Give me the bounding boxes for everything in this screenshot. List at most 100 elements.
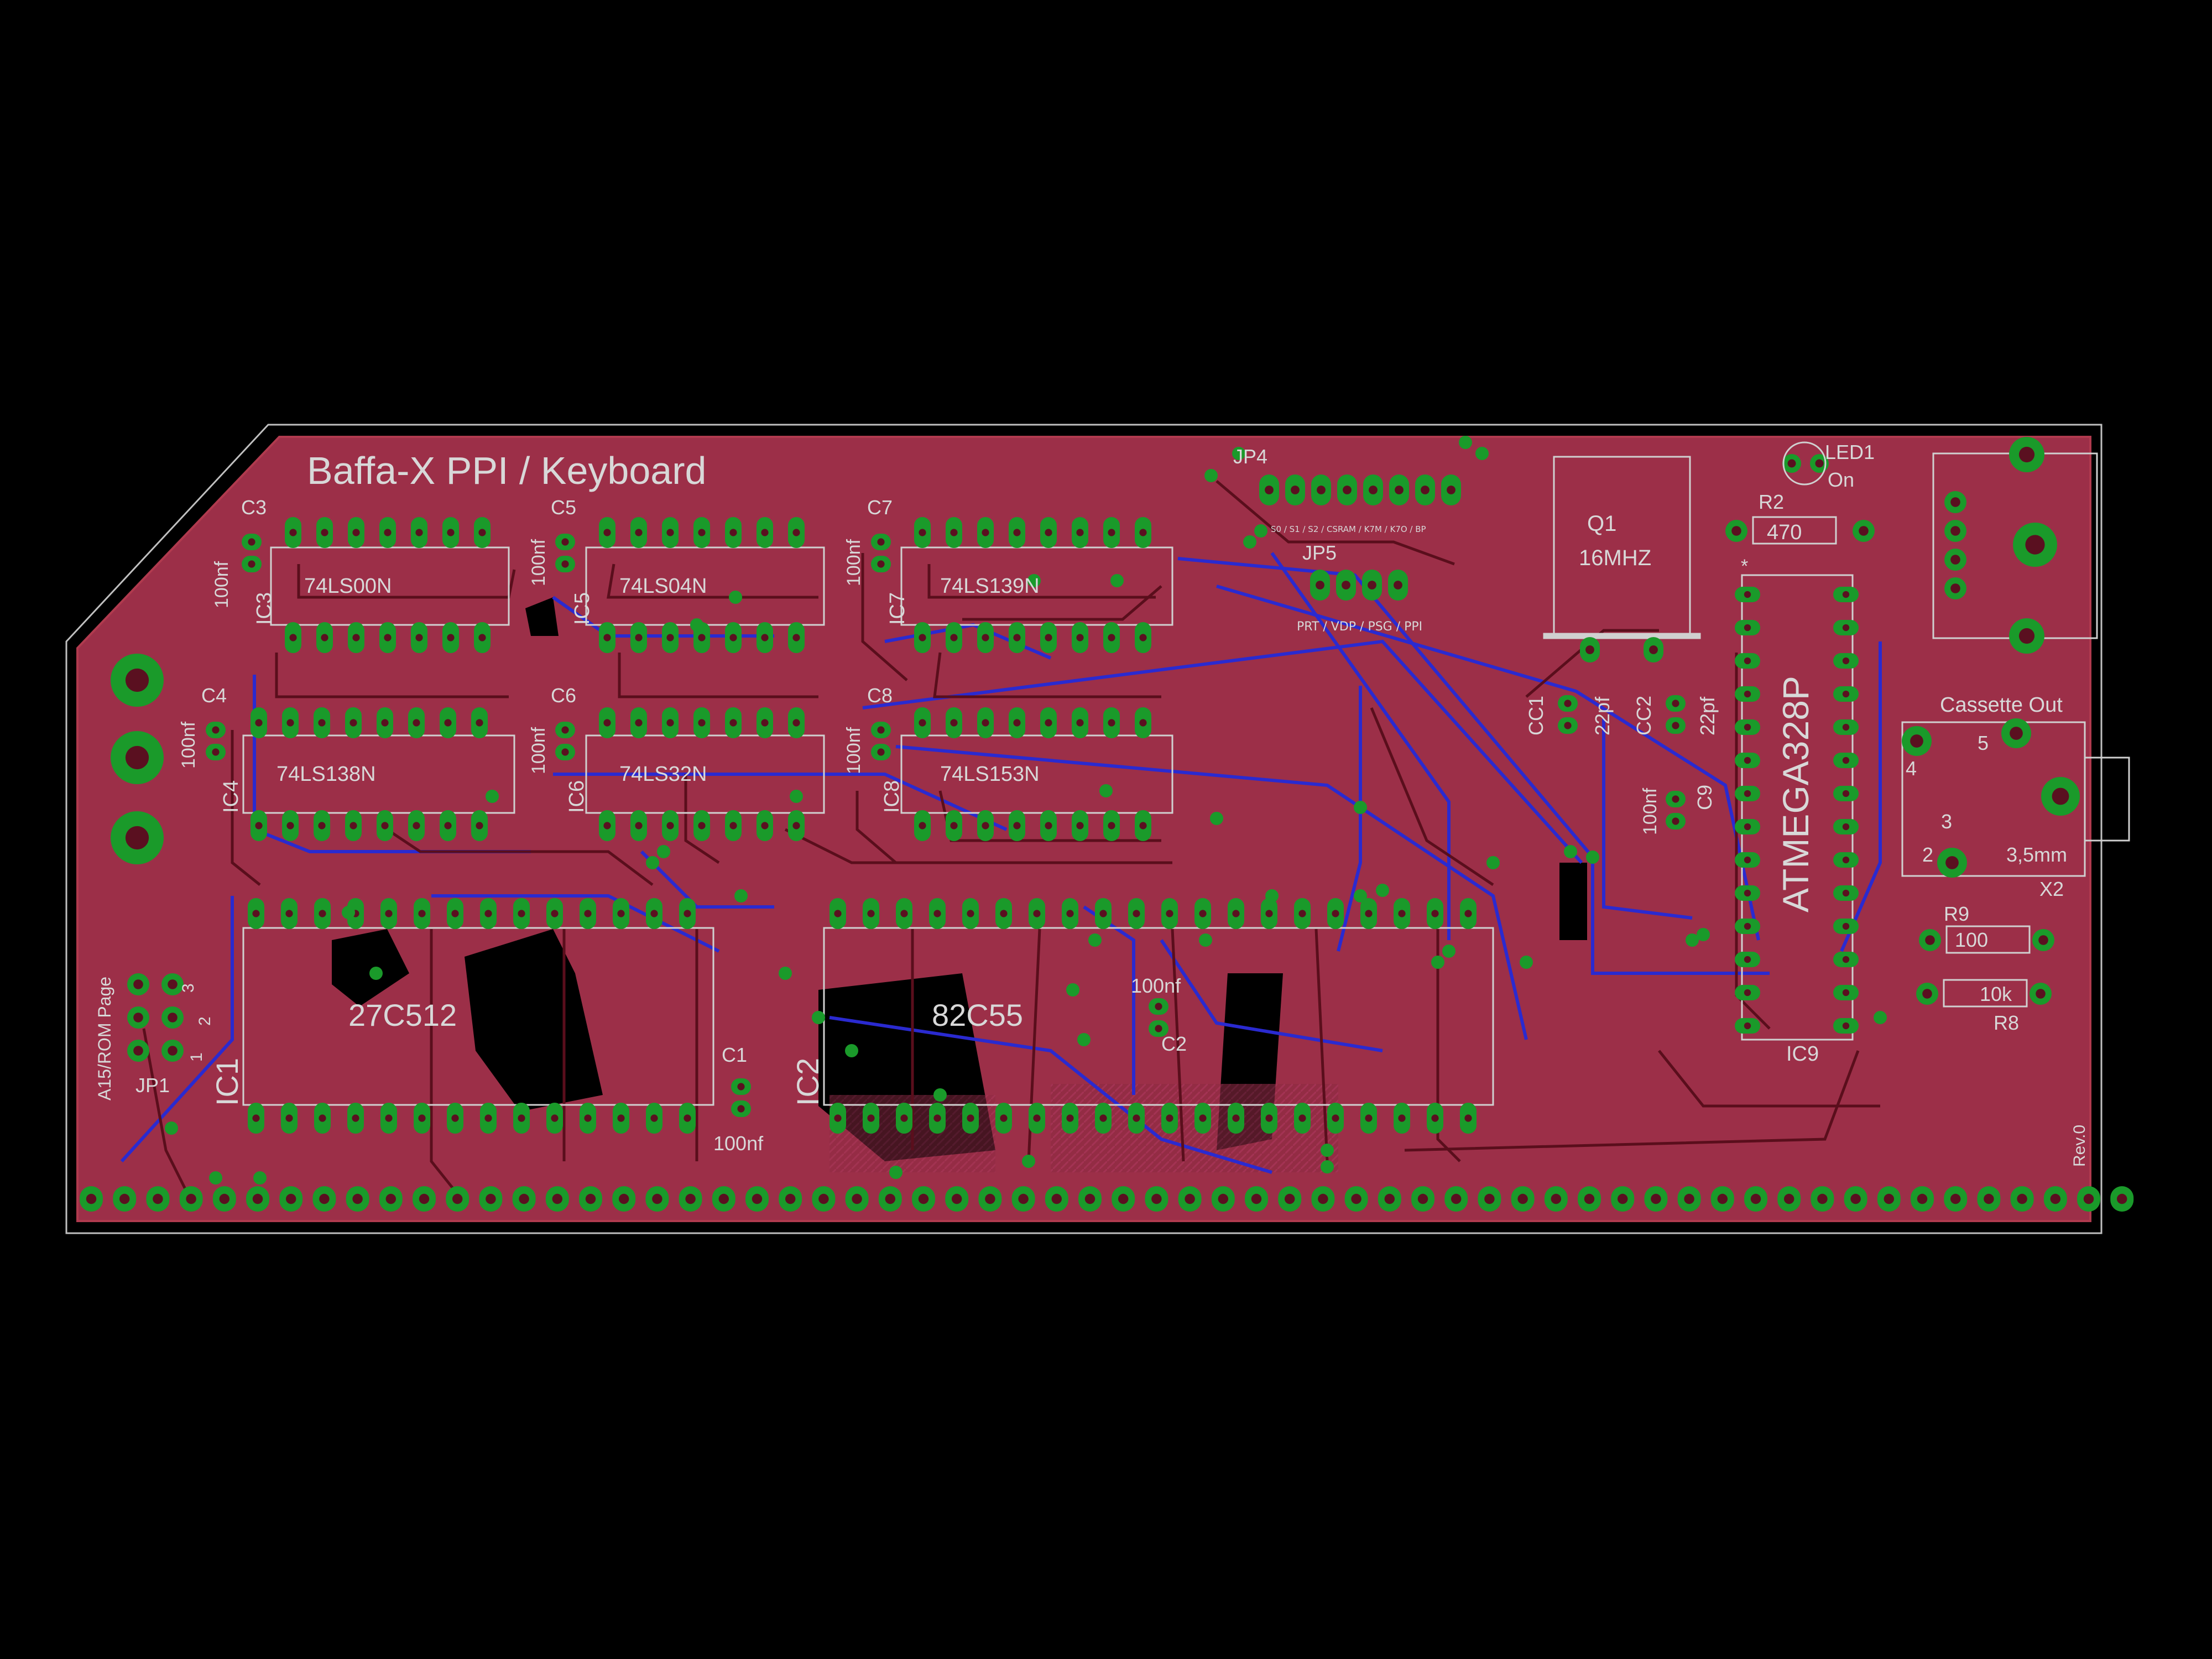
pad-hole	[444, 822, 452, 830]
pad-hole	[1617, 1193, 1628, 1204]
pad-hole	[1649, 645, 1658, 654]
pad-hole	[1744, 956, 1751, 963]
pad-hole	[933, 910, 941, 917]
pad-hole	[885, 1193, 896, 1204]
pad-hole	[982, 529, 989, 536]
c3-ref: C3	[241, 496, 267, 519]
pad-hole	[252, 910, 260, 917]
pad-hole	[603, 529, 611, 536]
c7-ref: C7	[867, 496, 893, 519]
pad-hole	[1045, 529, 1052, 536]
pad-hole	[2017, 1193, 2027, 1204]
pad-hole	[698, 822, 706, 830]
pad-hole	[1318, 1193, 1328, 1204]
via-layer	[165, 436, 1887, 1185]
c1-value: 100nf	[713, 1132, 764, 1155]
pad-hole	[552, 1193, 563, 1204]
c9-ref: C9	[1693, 785, 1716, 810]
pad-hole	[1744, 790, 1751, 797]
pad-hole	[603, 719, 611, 727]
ic8-ref: IC8	[880, 780, 904, 813]
via	[812, 1011, 825, 1024]
via	[1110, 574, 1124, 587]
pad-hole	[321, 634, 328, 641]
pad-hole	[1108, 529, 1115, 536]
pad-hole	[1199, 1114, 1207, 1122]
c3-value: 100nf	[211, 561, 232, 608]
ic9-ref: IC9	[1786, 1042, 1819, 1066]
via	[253, 1171, 267, 1185]
pad-hole	[1284, 1193, 1295, 1204]
pad-hole	[1298, 1114, 1306, 1122]
pad-hole	[1084, 1193, 1095, 1204]
pad-hole	[133, 1013, 143, 1022]
pad-hole	[1139, 634, 1147, 641]
resistor-bodies	[1752, 441, 2031, 1008]
pad-hole	[2018, 446, 2035, 463]
pad-hole	[1298, 910, 1306, 917]
pad-hole	[1672, 700, 1679, 707]
pad-hole	[447, 529, 455, 536]
c1-ref: C1	[722, 1044, 747, 1066]
pad-hole	[2083, 1193, 2094, 1204]
pad-hole	[1451, 1193, 1462, 1204]
ic9-pin1-marker: *	[1741, 556, 1748, 577]
pad-hole	[1013, 634, 1021, 641]
pad-hole	[248, 538, 255, 546]
pad-hole	[1265, 486, 1274, 494]
via	[1232, 447, 1245, 460]
pad-hole	[384, 634, 392, 641]
via	[1099, 784, 1113, 797]
pad-hole	[2010, 727, 2023, 740]
pad-hole	[2116, 1193, 2127, 1204]
pad-hole	[698, 634, 706, 641]
pad-hole	[761, 719, 769, 727]
pad-hole	[1251, 1193, 1262, 1204]
pad-hole	[1051, 1193, 1062, 1204]
pad-hole	[1332, 1114, 1339, 1122]
via	[779, 967, 792, 980]
pad-hole	[867, 1114, 875, 1122]
pad-hole	[1842, 690, 1850, 698]
pad-hole	[1744, 889, 1751, 897]
via	[646, 856, 659, 869]
r2-value: 470	[1767, 521, 1802, 544]
cc1-ref: CC1	[1525, 696, 1547, 735]
pad-hole	[852, 1193, 862, 1204]
c6-value: 100nf	[528, 727, 549, 774]
via	[1077, 1033, 1091, 1046]
pad-hole	[834, 1114, 842, 1122]
pad-hole	[415, 529, 423, 536]
pad-hole	[1464, 910, 1472, 917]
pad-hole	[1066, 1114, 1074, 1122]
c7-value: 100nf	[843, 539, 864, 586]
pad-hole	[1744, 922, 1751, 930]
pad-hole	[1045, 822, 1052, 830]
pad-hole	[1000, 910, 1008, 917]
pad-hole	[877, 726, 885, 734]
pad-hole	[982, 634, 989, 641]
jp5-ref: JP5	[1302, 541, 1337, 564]
pad-hole	[352, 529, 360, 536]
pad-hole	[729, 822, 737, 830]
pad-hole	[737, 1105, 745, 1113]
pad-hole	[476, 719, 483, 727]
pad-hole	[761, 822, 769, 830]
pad-hole	[1317, 486, 1326, 494]
pad-hole	[982, 719, 989, 727]
pad-hole	[1917, 1193, 1928, 1204]
ic6-part: 74LS32N	[619, 763, 707, 786]
pad-hole	[352, 634, 360, 641]
q1-ref: Q1	[1587, 512, 1616, 536]
pad-hole	[1066, 910, 1074, 917]
pad-hole	[1265, 1114, 1273, 1122]
pad-hole	[650, 910, 658, 917]
pad-hole	[752, 1193, 763, 1204]
via	[1874, 1011, 1887, 1024]
pad-hole	[1859, 526, 1869, 536]
pad-hole	[967, 1114, 974, 1122]
pad-hole	[1108, 822, 1115, 830]
pad-hole	[1118, 1193, 1129, 1204]
pad-hole	[285, 1193, 296, 1204]
pad-hole	[792, 529, 800, 536]
